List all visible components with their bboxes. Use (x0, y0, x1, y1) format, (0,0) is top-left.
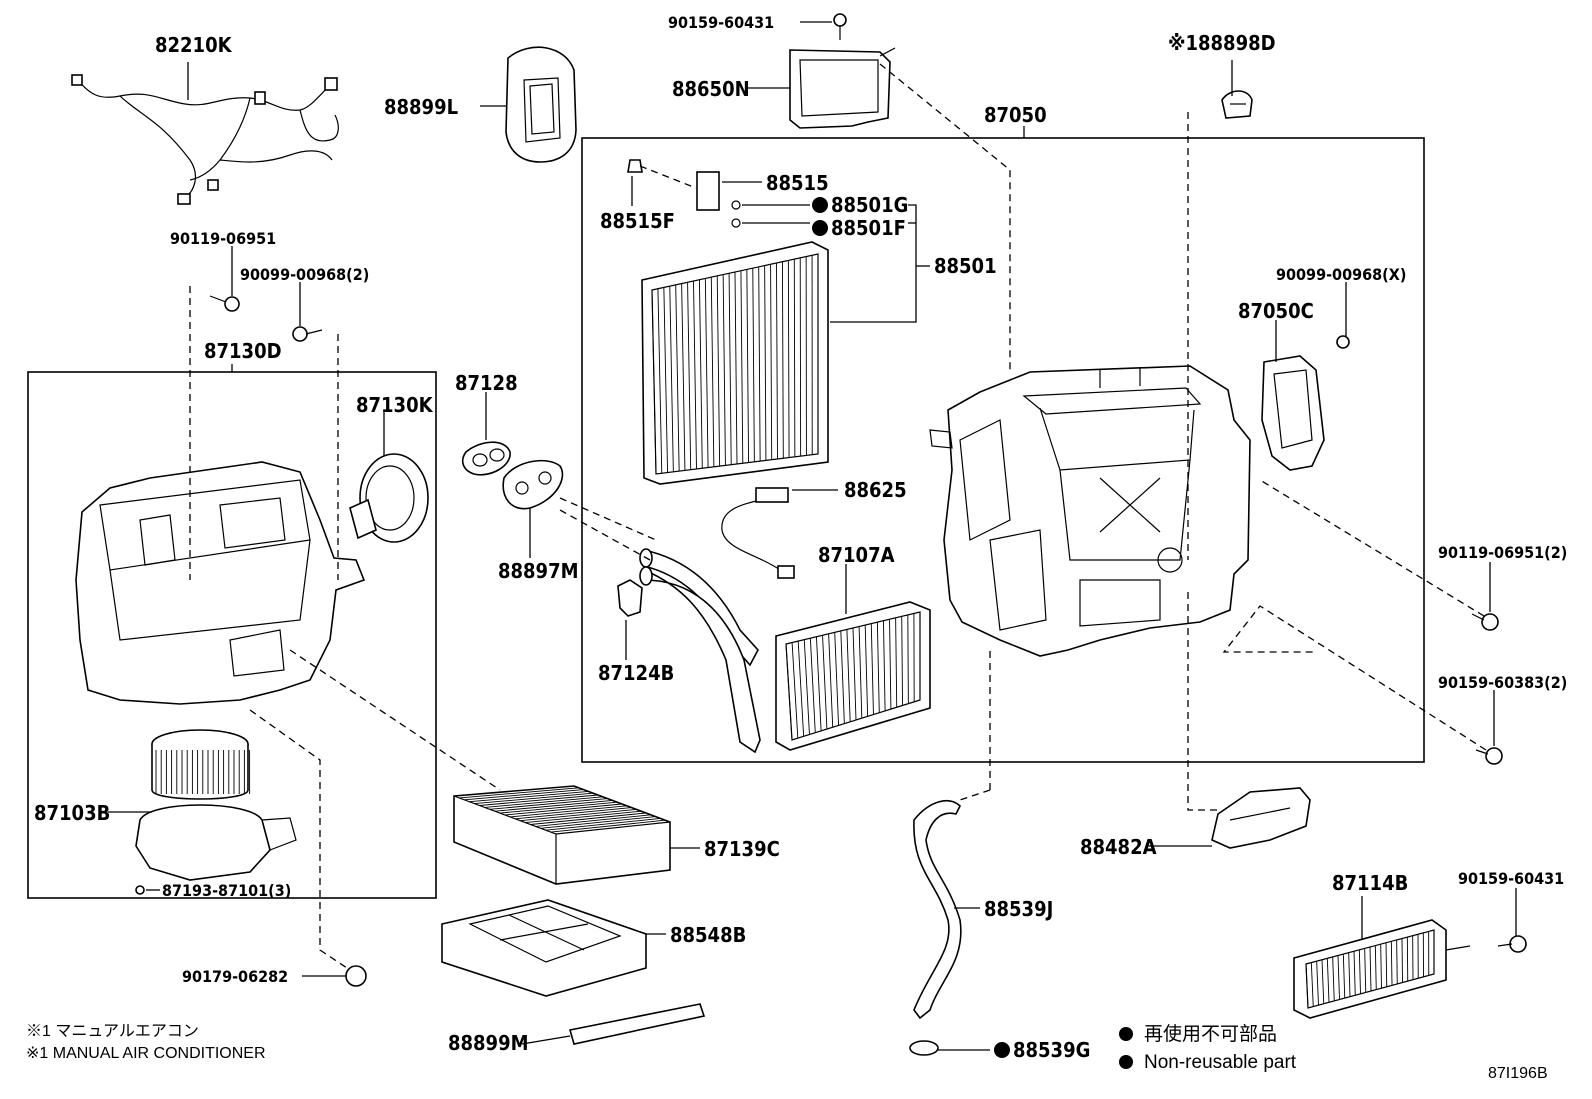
label-90159-60431-br: 90159-60431 (1458, 869, 1564, 888)
strip-88899M-drawing (568, 1003, 706, 1045)
label-90119-06951: 90119-06951 (170, 229, 276, 248)
legend-marker-2 (1119, 1055, 1133, 1069)
servo-87130K-drawing (349, 453, 429, 543)
wire-harness-drawing (71, 74, 339, 205)
fasteners-drawing (135, 295, 1527, 987)
leader-lines (108, 21, 1517, 1051)
legend-english: Non-reusable part (1144, 1052, 1297, 1073)
label-87107A: 87107A (818, 543, 895, 567)
label-88899M: 88899M (448, 1031, 529, 1055)
label-88899L: 88899L (384, 95, 458, 119)
label-88501: 88501 (934, 254, 997, 278)
air-filter-drawing (453, 785, 671, 885)
label-87050: 87050 (984, 103, 1047, 127)
plate-88897M-drawing (502, 459, 564, 510)
label-82210K: 82210K (155, 33, 233, 57)
clip-88898D-drawing (1221, 90, 1253, 119)
label-88501G: 88501G (831, 193, 908, 217)
nonreusable-marker-88501F (812, 220, 828, 236)
label-88501F: 88501F (831, 216, 906, 240)
note-japanese: ※1 マニュアルエアコン (26, 1023, 199, 1040)
drain-hose-drawing (909, 799, 962, 1056)
label-90119-06951-2: 90119-06951(2) (1438, 543, 1567, 562)
label-88539J: 88539J (984, 897, 1053, 921)
label-88515F: 88515F (600, 209, 675, 233)
label-87139C: 87139C (704, 837, 780, 861)
label-90179-06282: 90179-06282 (182, 967, 288, 986)
label-88650N: 88650N (672, 77, 750, 101)
label-88548B: 88548B (670, 923, 746, 947)
label-87193-87101-3: 87193-87101(3) (162, 881, 291, 900)
label-90159-60383-2: 90159-60383(2) (1438, 673, 1567, 692)
label-90099-00968-2: 90099-00968(2) (240, 265, 369, 284)
heater-core-drawing (639, 548, 931, 754)
label-188898D: ※188898D (1168, 31, 1276, 55)
label-87050C: 87050C (1238, 299, 1314, 323)
legend-marker-1 (1119, 1027, 1133, 1041)
diagram-code: 87I196B (1488, 1065, 1548, 1082)
label-87114B: 87114B (1332, 871, 1408, 895)
nonreusable-marker-88539G (994, 1042, 1010, 1058)
nonreusable-marker-88501G (812, 197, 828, 213)
evaporator-unit-box (581, 137, 1425, 763)
label-88515: 88515 (766, 171, 829, 195)
cover-88899L-drawing (505, 46, 577, 163)
filter-case-drawing (441, 899, 647, 997)
label-90159-60431-top: 90159-60431 (668, 13, 774, 32)
label-87128: 87128 (455, 371, 518, 395)
blower-case-drawing (75, 461, 366, 705)
label-88897M: 88897M (498, 559, 579, 583)
assembly-dashed-lines (189, 63, 1487, 971)
servo-87050C-drawing (1261, 335, 1350, 471)
clamp-87124B-drawing (617, 579, 643, 617)
label-87130K: 87130K (356, 393, 434, 417)
legend-japanese: 再使用不可部品 (1144, 1023, 1277, 1045)
label-88625: 88625 (844, 478, 907, 502)
gasket-87128-drawing (461, 441, 511, 476)
label-90099-00968-X: 90099-00968(X) (1276, 265, 1406, 284)
blower-motor-drawing (135, 729, 297, 891)
label-88482A: 88482A (1080, 835, 1157, 859)
note-english: ※1 MANUAL AIR CONDITIONER (26, 1045, 266, 1062)
hvac-case-drawing (929, 365, 1251, 657)
label-87130D: 87130D (204, 339, 282, 363)
bracket-88650N-drawing (789, 13, 896, 129)
ptc-heater-drawing (1293, 919, 1471, 1019)
evaporator-drawing (627, 159, 829, 485)
label-87124B: 87124B (598, 661, 674, 685)
label-88539G: 88539G (1013, 1038, 1090, 1062)
duct-88482A-drawing (1211, 787, 1311, 849)
thermistor-drawing (721, 487, 795, 579)
label-87103B: 87103B (34, 801, 110, 825)
